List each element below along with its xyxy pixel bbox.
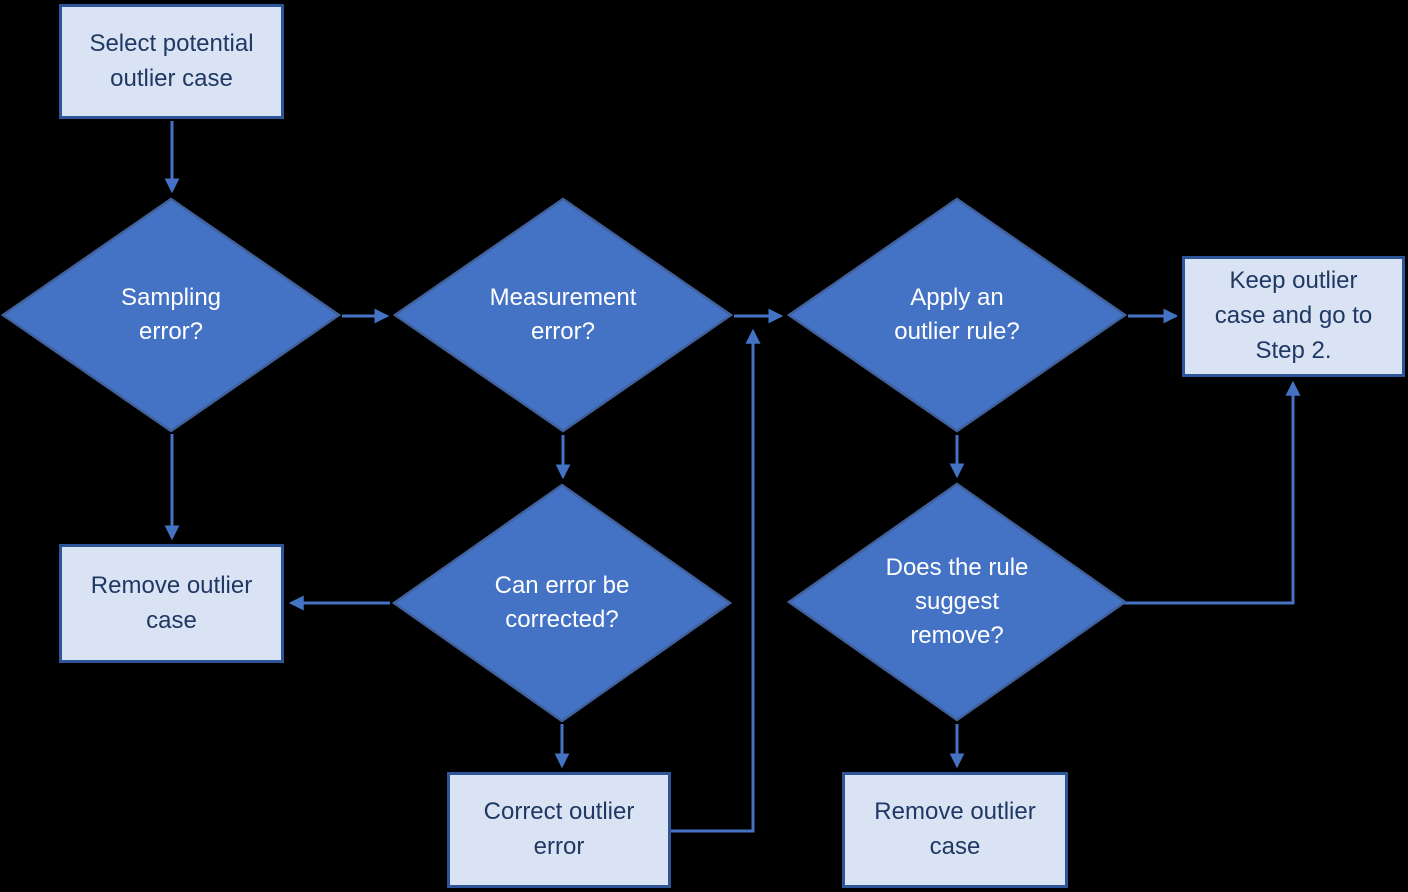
node-label: Apply an outlier rule? xyxy=(894,283,1020,345)
node-can-error-be-corrected: Can error be corrected? xyxy=(392,483,732,723)
node-label: Sampling error? xyxy=(120,283,222,345)
diamond-shape xyxy=(787,197,1127,433)
node-correct-outlier-error: Correct outlier error xyxy=(447,772,671,888)
arrow-rule-remove-to-keep xyxy=(1123,380,1301,605)
node-label: Remove outlier case xyxy=(874,798,1036,860)
node-remove-outlier-case-left: Remove outlier case xyxy=(59,544,284,663)
node-remove-outlier-case-right: Remove outlier case xyxy=(842,772,1068,888)
diamond-shape xyxy=(392,483,732,723)
diamond-shape xyxy=(787,482,1127,722)
node-label: Does the rule suggest remove? xyxy=(885,553,1029,650)
node-sampling-error: Sampling error? xyxy=(1,197,341,433)
node-label: Can error be corrected? xyxy=(494,571,630,633)
node-measurement-error: Measurement error? xyxy=(393,197,733,433)
diamond-shape xyxy=(1,197,341,433)
node-select-potential-outlier-case: Select potential outlier case xyxy=(59,4,284,119)
node-label: Correct outlier error xyxy=(483,798,635,860)
node-label: Measurement error? xyxy=(489,283,637,345)
arrow-correct-to-apply xyxy=(671,328,761,833)
node-keep-outlier-case: Keep outlier case and go to Step 2. xyxy=(1182,256,1405,377)
diamond-shape xyxy=(393,197,733,433)
node-label: Select potential outlier case xyxy=(89,29,254,92)
node-label: Remove outlier case xyxy=(90,571,253,634)
node-label: Keep outlier case and go to Step 2. xyxy=(1214,267,1373,364)
node-apply-outlier-rule: Apply an outlier rule? xyxy=(787,197,1127,433)
node-does-rule-suggest-remove: Does the rule suggest remove? xyxy=(787,482,1127,722)
